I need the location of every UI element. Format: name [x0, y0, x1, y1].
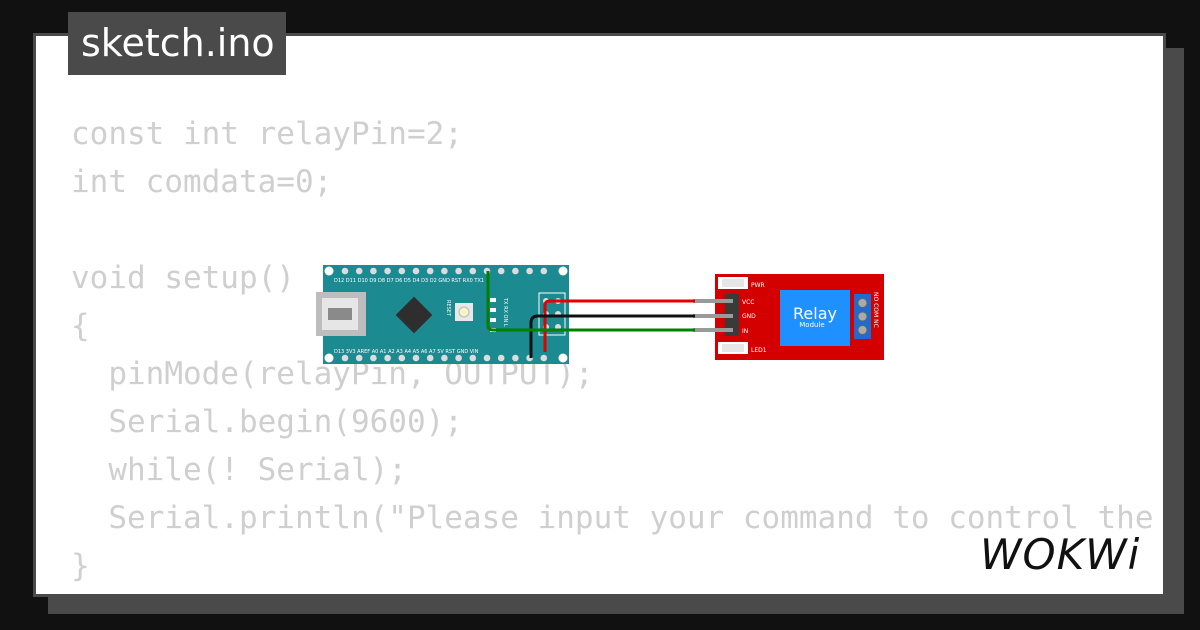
arduino-bottom-pin-labels: D13 3V3 AREF A0 A1 A2 A3 A4 A5 A6 A7 5V … — [334, 349, 479, 355]
code-line: { — [71, 308, 90, 344]
arduino-pin[interactable] — [426, 267, 434, 275]
terminal-screw-nc — [857, 325, 868, 335]
reset-button-cap — [458, 306, 470, 318]
led-on — [490, 318, 496, 322]
wokwi-logo-text: WOKWi — [980, 530, 1140, 579]
mount-hole — [558, 266, 568, 276]
arduino-pin[interactable] — [512, 267, 519, 275]
arduino-pin[interactable] — [370, 267, 377, 275]
mount-hole — [558, 353, 568, 363]
arduino-pin[interactable] — [355, 267, 363, 275]
arduino-pin[interactable] — [441, 354, 448, 362]
arduino-pin[interactable] — [341, 354, 349, 362]
signal-led-inner — [722, 344, 744, 352]
relay-title: Relay — [793, 304, 837, 323]
code-line: void setup() — [71, 260, 295, 296]
file-tab[interactable]: sketch.ino — [68, 12, 286, 75]
code-line: int comdata=0; — [71, 164, 333, 200]
relay-pin-in[interactable] — [693, 328, 733, 332]
arduino-pin[interactable] — [412, 354, 420, 362]
file-tab-title: sketch.ino — [81, 21, 275, 65]
code-line: Serial.println("Please input your comman… — [71, 500, 1154, 536]
reset-label: RESET — [445, 300, 451, 317]
usb-port — [328, 308, 352, 320]
arduino-pin[interactable] — [355, 354, 363, 362]
arduino-pin[interactable] — [497, 267, 505, 275]
led-tx — [490, 298, 496, 302]
code-line: } — [71, 548, 90, 584]
relay-module[interactable]: PWR LED1 VCC GND IN Relay Module NO COM … — [693, 274, 884, 360]
led-rx — [490, 308, 496, 312]
relay-body — [780, 290, 850, 346]
relay-pin-vcc[interactable] — [693, 299, 733, 303]
icsp-header — [538, 292, 566, 336]
relay-pin-vcc-label: VCC — [742, 299, 754, 306]
relay-pin-gnd[interactable] — [693, 314, 733, 318]
arduino-pin[interactable] — [455, 267, 462, 275]
arduino-top-pin-row — [341, 267, 548, 275]
arduino-pin[interactable] — [384, 267, 391, 275]
arduino-pin[interactable] — [455, 354, 462, 362]
led-labels: TX RX ON L — [502, 297, 508, 327]
arduino-pin[interactable] — [441, 267, 448, 275]
arduino-pin[interactable] — [483, 354, 491, 362]
arduino-pin[interactable] — [526, 267, 533, 275]
mount-hole — [324, 266, 334, 276]
arduino-bottom-pin-row — [341, 354, 548, 362]
wokwi-logo: WOKWi — [978, 528, 1141, 579]
arduino-pin[interactable] — [540, 267, 548, 275]
arduino-pin[interactable] — [412, 267, 420, 275]
arduino-top-pin-labels: D12 D11 D10 D9 D8 D7 D6 D5 D4 D3 D2 GND … — [334, 278, 484, 284]
arduino-pin[interactable] — [398, 267, 406, 275]
arduino-pin[interactable] — [370, 354, 377, 362]
arduino-pin[interactable] — [398, 354, 406, 362]
wire-signal[interactable] — [486, 271, 695, 332]
arduino-pin[interactable] — [341, 267, 349, 275]
wire-vcc[interactable] — [543, 299, 695, 352]
relay-subtitle: Module — [799, 321, 824, 329]
terminal-screw-no — [857, 298, 868, 308]
code-line: while(! Serial); — [71, 452, 407, 488]
pwr-led-inner — [722, 279, 744, 287]
arduino-pin[interactable] — [384, 354, 391, 362]
mount-hole — [324, 353, 334, 363]
code-line: Serial.begin(9600); — [71, 404, 463, 440]
code-line: const int relayPin=2; — [71, 116, 463, 152]
pwr-label: PWR — [751, 282, 765, 289]
wire-gnd[interactable] — [529, 314, 695, 358]
arduino-pin[interactable] — [497, 354, 505, 362]
led1-label: LED1 — [751, 347, 767, 354]
arduino-pin[interactable] — [540, 354, 548, 362]
code-preview: const int relayPin=2; int comdata=0; void … — [71, 110, 1154, 594]
arduino-pin[interactable] — [426, 354, 434, 362]
terminals-label: NO COM NC — [872, 292, 879, 328]
arduino-pin[interactable] — [469, 354, 477, 362]
arduino-pin[interactable] — [512, 354, 519, 362]
arduino-nano[interactable]: D12 D11 D10 D9 D8 D7 D6 D5 D4 D3 D2 GND … — [316, 265, 569, 364]
mcu-chip — [395, 296, 433, 334]
arduino-pin[interactable] — [469, 267, 477, 275]
relay-pin-in-label: IN — [742, 328, 748, 335]
terminal-screw-com — [857, 311, 868, 322]
relay-pin-gnd-label: GND — [742, 313, 756, 320]
